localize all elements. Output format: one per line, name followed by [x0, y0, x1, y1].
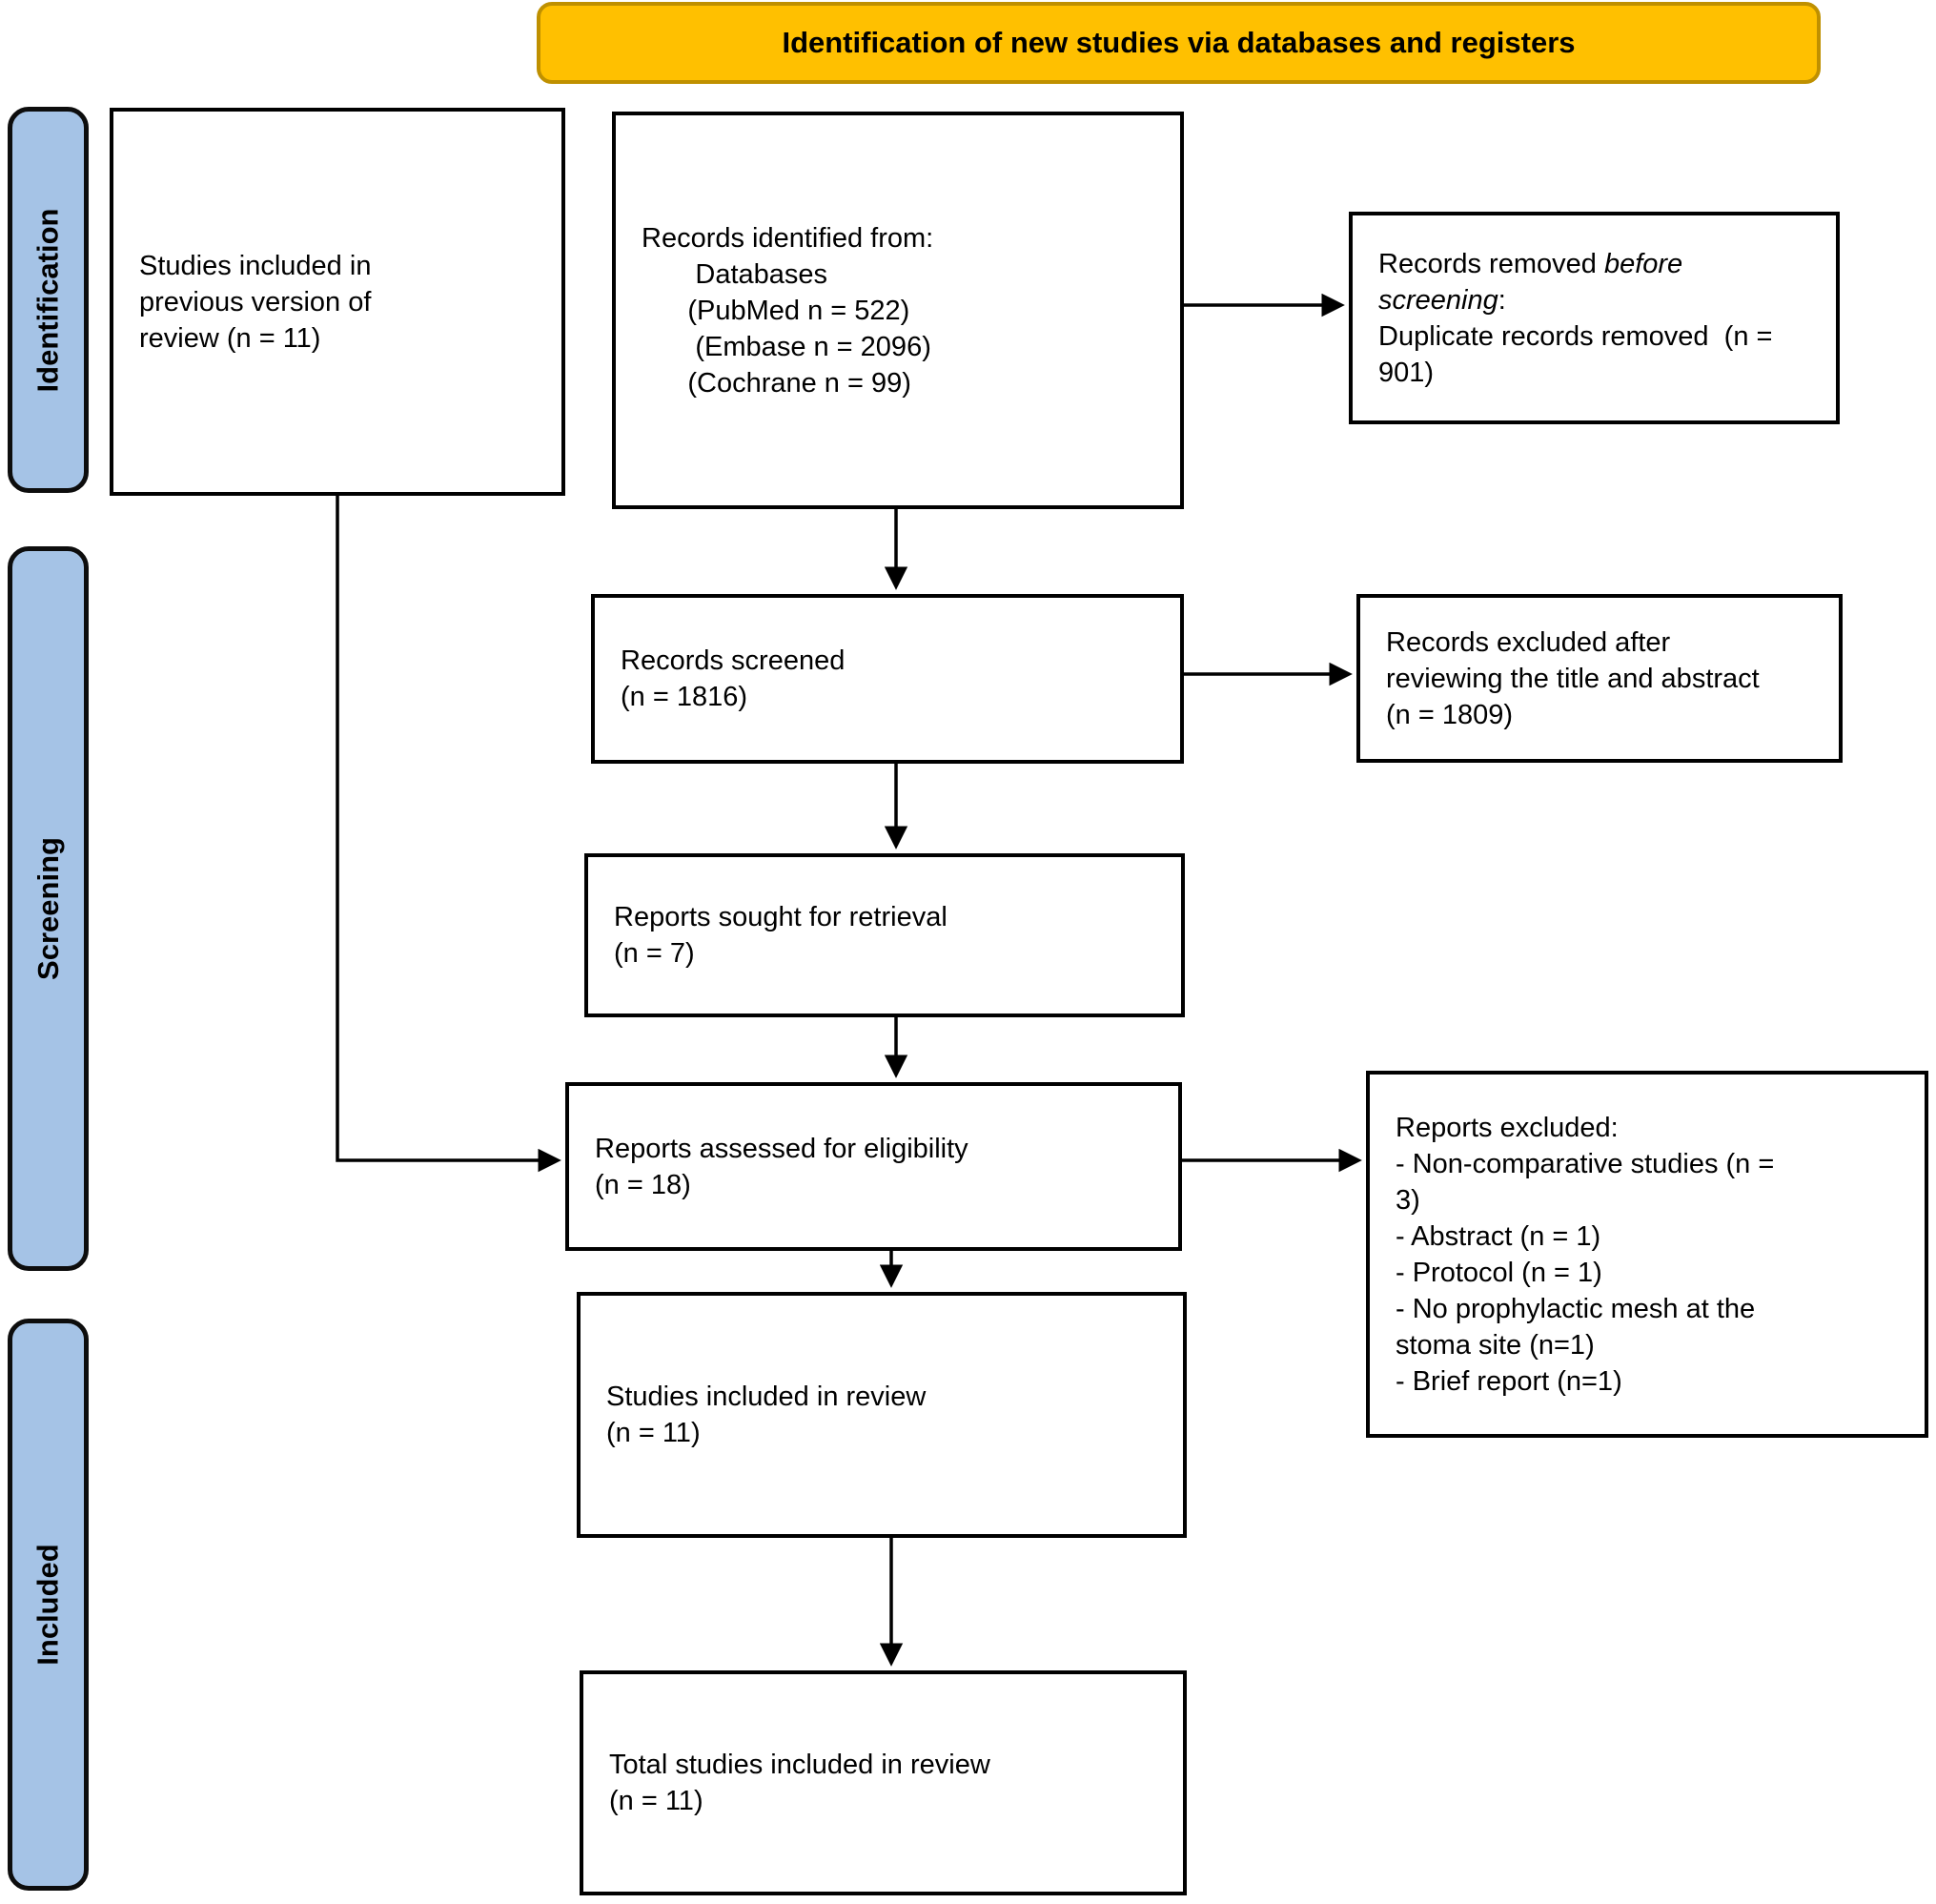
box-studies-included: Studies included in review (n = 11)	[577, 1292, 1187, 1538]
box-text-line: (n = 7)	[614, 938, 695, 969]
box-text-line: Records excluded after	[1386, 626, 1671, 658]
box-reports-assessed: Reports assessed for eligibility (n = 18)	[565, 1082, 1182, 1251]
box-text-line: (n = 11)	[606, 1418, 701, 1448]
box-text-line: Records screened	[621, 645, 846, 676]
box-text-line: Databases	[642, 258, 828, 290]
box-text-line: Total studies included in review	[609, 1750, 990, 1780]
box-text-line: (Cochrane n = 99)	[642, 367, 911, 399]
box-text-line: Records removed before	[1378, 248, 1683, 279]
stage-identification: Identification	[8, 107, 89, 493]
diagram-title: Identification of new studies via databa…	[782, 26, 1576, 59]
box-text-line: - No prophylactic mesh at the	[1396, 1293, 1756, 1324]
box-reports-excluded: Reports excluded: - Non-comparative studi…	[1366, 1071, 1928, 1438]
box-text-line: Reports excluded:	[1396, 1112, 1619, 1143]
box-text-line: (n = 1809)	[1386, 699, 1514, 730]
box-text-line: Reports assessed for eligibility	[595, 1133, 968, 1164]
box-text-line: Reports sought for retrieval	[614, 902, 948, 932]
box-text-line: reviewing the title and abstract	[1386, 663, 1760, 694]
box-records-removed-before-screening: Records removed before screening: Duplicat…	[1349, 212, 1840, 424]
box-text-line: previous version of	[139, 286, 372, 317]
box-text-line: (n = 11)	[609, 1786, 703, 1816]
box-text-line: 3)	[1396, 1184, 1420, 1216]
box-text-line: Studies included in	[139, 250, 372, 281]
box-total-studies-included: Total studies included in review (n = 11)	[580, 1670, 1187, 1895]
box-text-line: Records identified from:	[642, 222, 934, 254]
diagram-title-banner: Identification of new studies via databa…	[537, 2, 1821, 84]
box-text-line: 901)	[1378, 357, 1435, 388]
stage-included-label: Included	[31, 1544, 65, 1666]
box-text-line: (PubMed n = 522)	[642, 295, 910, 326]
box-records-excluded: Records excluded after reviewing the titl…	[1356, 594, 1843, 763]
box-text-line: (n = 18)	[595, 1169, 691, 1200]
box-text-line: - Abstract (n = 1)	[1396, 1220, 1601, 1252]
box-text-line: stoma site (n=1)	[1396, 1329, 1595, 1361]
box-text-line: Duplicate records removed (n =	[1378, 320, 1773, 352]
box-records-screened: Records screened (n = 1816)	[591, 594, 1184, 764]
box-text-line: screening:	[1378, 284, 1506, 316]
box-text-line: - Non-comparative studies (n =	[1396, 1148, 1775, 1179]
box-text-line: review (n = 11)	[139, 322, 321, 354]
box-text-line: - Brief report (n=1)	[1396, 1365, 1622, 1397]
box-reports-sought: Reports sought for retrieval (n = 7)	[584, 853, 1185, 1017]
box-text-line: (Embase n = 2096)	[642, 331, 931, 362]
stage-screening: Screening	[8, 546, 89, 1271]
arrow-previous-studies-to-assessed	[336, 496, 561, 1173]
box-text-line: Studies included in review	[606, 1382, 927, 1412]
stage-screening-label: Screening	[31, 837, 65, 980]
stage-included: Included	[8, 1319, 89, 1891]
stage-identification-label: Identification	[31, 208, 65, 392]
box-text-line: - Protocol (n = 1)	[1396, 1257, 1602, 1288]
box-text-line: (n = 1816)	[621, 682, 748, 712]
box-records-identified: Records identified from: Databases (PubM…	[612, 112, 1184, 509]
box-previous-version-studies: Studies included in previous version of re…	[110, 108, 565, 496]
